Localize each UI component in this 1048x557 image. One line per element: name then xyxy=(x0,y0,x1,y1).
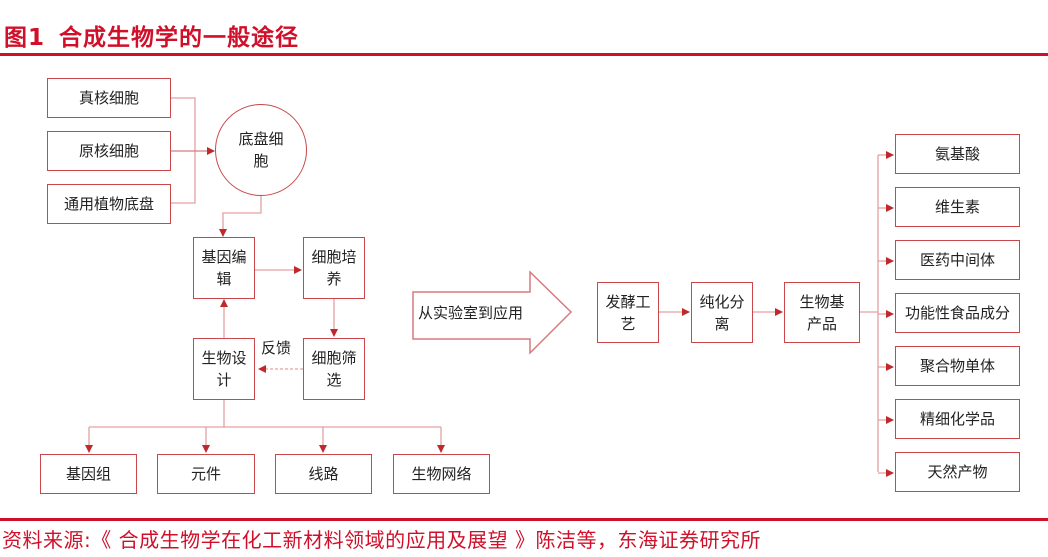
gene-editing-node: 基因编辑 xyxy=(193,237,255,299)
product-fine-chemicals: 精细化学品 xyxy=(895,399,1020,439)
chassis-cell-node: 底盘细胞 xyxy=(215,104,307,196)
product-natural-products: 天然产物 xyxy=(895,452,1020,492)
cell-culture-node: 细胞培养 xyxy=(303,237,365,299)
design-level-network: 生物网络 xyxy=(393,454,490,494)
process-purification: 纯化分离 xyxy=(691,282,753,343)
product-amino-acids: 氨基酸 xyxy=(895,134,1020,174)
transition-arrow-label: 从实验室到应用 xyxy=(418,304,524,322)
chassis-source-eukaryote: 真核细胞 xyxy=(47,78,171,118)
process-biobased-product: 生物基产品 xyxy=(784,282,860,343)
transition-arrow-shape xyxy=(412,270,573,355)
product-polymer-monomers: 聚合物单体 xyxy=(895,346,1020,386)
product-functional-food: 功能性食品成分 xyxy=(895,293,1020,333)
top-divider xyxy=(0,53,1048,56)
cell-screening-node: 细胞筛选 xyxy=(303,338,365,400)
bottom-divider xyxy=(0,518,1048,521)
source-note: 资料来源:《 合成生物学在化工新材料领域的应用及展望 》陈洁等，东海证券研究所 xyxy=(2,528,761,552)
product-pharma-intermediates: 医药中间体 xyxy=(895,240,1020,280)
figure-number: 图1 xyxy=(4,25,46,51)
design-level-parts: 元件 xyxy=(157,454,255,494)
feedback-label: 反馈 xyxy=(261,339,292,357)
design-level-circuits: 线路 xyxy=(275,454,372,494)
chassis-source-plant: 通用植物底盘 xyxy=(47,184,171,224)
process-fermentation: 发酵工艺 xyxy=(597,282,659,343)
chassis-source-prokaryote: 原核细胞 xyxy=(47,131,171,171)
connector-chassis-to-editing xyxy=(219,196,262,237)
figure-title-text: 合成生物学的一般途径 xyxy=(59,25,300,51)
product-vitamins: 维生素 xyxy=(895,187,1020,227)
figure-title: 图1 合成生物学的一般途径 xyxy=(4,18,299,52)
bio-design-node: 生物设计 xyxy=(193,338,255,400)
design-level-genome: 基因组 xyxy=(40,454,137,494)
